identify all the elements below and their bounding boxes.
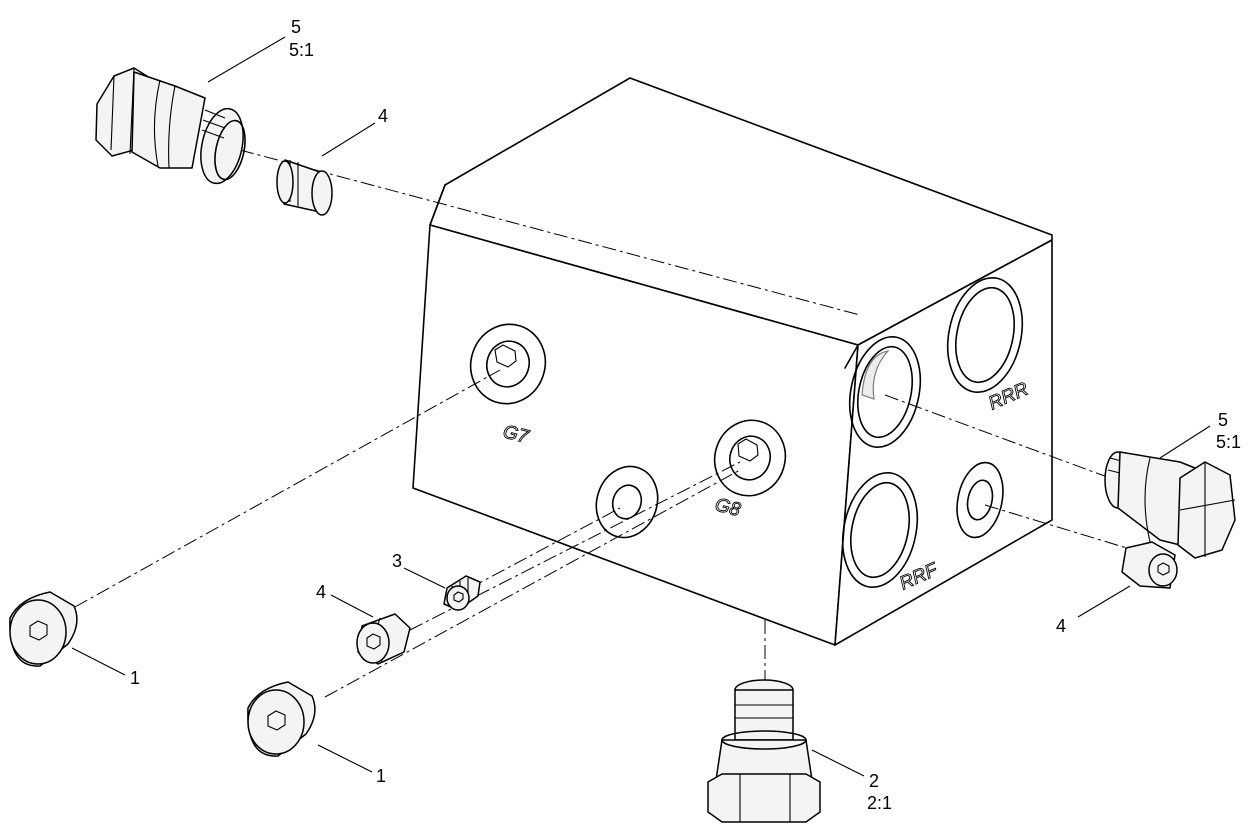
port-front-small [595, 465, 659, 539]
callout-part-5-top-scale: 5:1 [289, 40, 314, 60]
fitting-top-left [95, 67, 246, 185]
leader-lines [71, 36, 1211, 777]
callout-part-1-lower: 1 [376, 766, 386, 786]
callout-part-5-top-num: 5 [291, 17, 301, 37]
port-rrl [848, 335, 922, 449]
callout-part-4-lower: 4 [316, 582, 326, 602]
center-lines [74, 149, 1141, 698]
callout-part-5-right-scale: 5:1 [1216, 432, 1241, 452]
manifold-block: G7 G8 RRR RRF [412, 77, 1053, 646]
callout-part-3: 3 [392, 551, 402, 571]
port-rrf [841, 471, 919, 589]
set-screw [443, 575, 481, 611]
port-g8 [713, 419, 787, 497]
ring-top [276, 159, 333, 216]
ring-right [1121, 541, 1178, 589]
plug-left [9, 591, 78, 667]
fitting-right [1104, 451, 1236, 559]
callout-part-2-scale: 2:1 [867, 793, 892, 813]
callout-part-4-right: 4 [1056, 616, 1066, 636]
ring-lower-left [356, 613, 411, 665]
callout-part-1-left: 1 [130, 668, 140, 688]
callout-part-2-num: 2 [869, 771, 879, 791]
port-g7 [469, 323, 547, 405]
cartridge-bottom [707, 679, 821, 823]
port-right-small [956, 461, 1004, 539]
callouts: 5 5:1 4 5 5:1 4 3 4 1 1 2 2:1 [130, 17, 1241, 813]
callout-part-4-top: 4 [378, 106, 388, 126]
port-rrr [946, 276, 1024, 394]
callout-part-5-right-num: 5 [1218, 410, 1228, 430]
plug-lower [247, 681, 316, 757]
